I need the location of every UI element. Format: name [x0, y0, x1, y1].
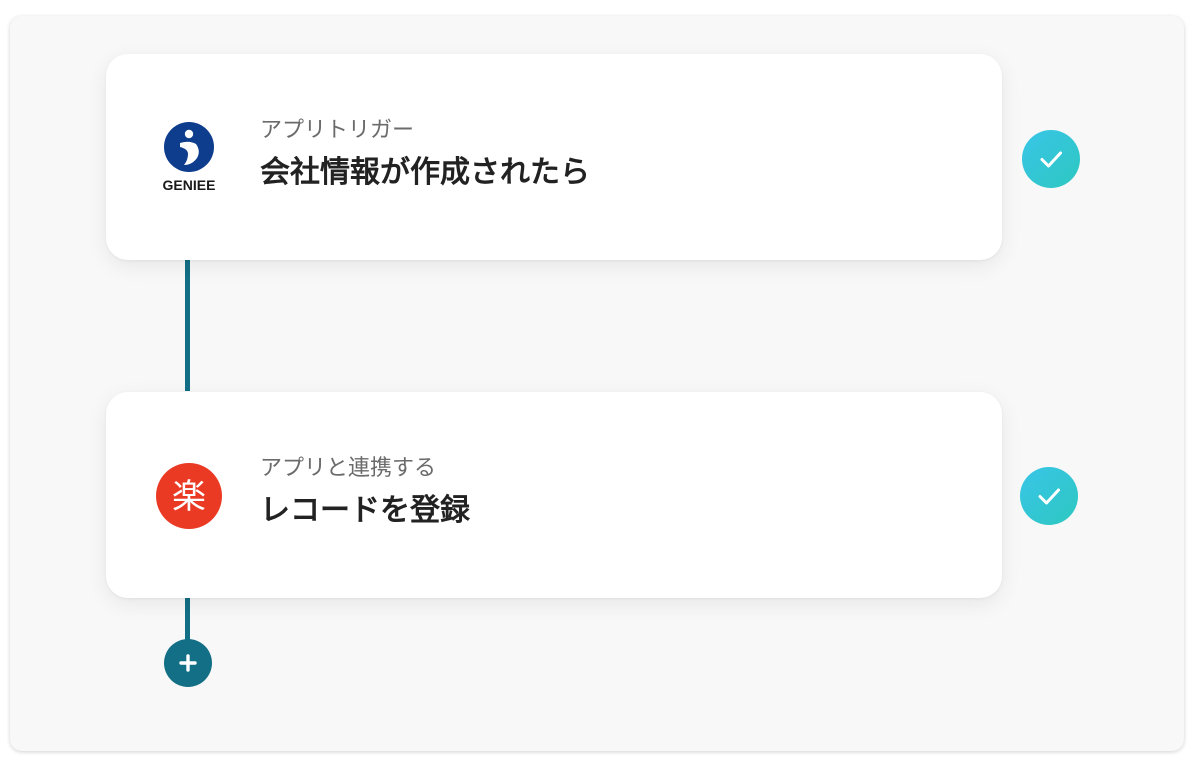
geniee-logo-text: GENIEE: [163, 177, 216, 193]
rakuraku-app-icon: 楽: [156, 460, 222, 532]
plus-icon: [179, 654, 197, 672]
geniee-logo-icon: GENIEE: [156, 122, 222, 194]
step-type-label: アプリと連携する: [260, 456, 437, 481]
flow-connector-line: [185, 260, 190, 391]
add-step-button[interactable]: [164, 639, 212, 687]
step-type-label: アプリトリガー: [260, 118, 415, 143]
step-complete-check-icon: [1022, 130, 1080, 188]
step-title: レコードを登録: [260, 493, 470, 528]
flow-step-action-card[interactable]: 楽 アプリと連携する レコードを登録: [106, 392, 1002, 598]
flow-step-trigger-card[interactable]: GENIEE アプリトリガー 会社情報が作成されたら: [106, 54, 1002, 260]
flow-connector-line: [185, 598, 190, 642]
step-complete-check-icon: [1020, 467, 1078, 525]
step-title: 会社情報が作成されたら: [260, 155, 590, 190]
rakuraku-glyph: 楽: [172, 477, 206, 517]
